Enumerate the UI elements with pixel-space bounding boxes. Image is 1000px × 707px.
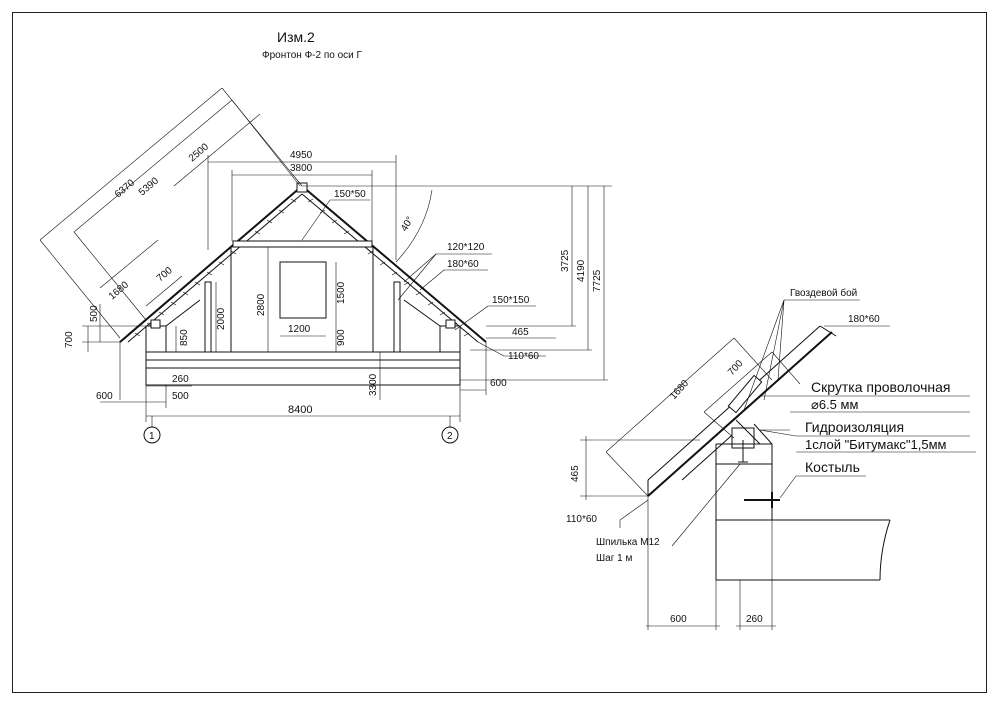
axis-marker-2	[441, 426, 459, 444]
detail-dim-260: 260	[746, 614, 763, 625]
detail-dim-700: 700	[726, 358, 746, 378]
dim-1680: 1680	[107, 279, 131, 302]
roof-right-slope	[301, 185, 487, 343]
wall-left	[145, 325, 167, 353]
axis-label-2: 2	[447, 431, 453, 442]
detail-dim-1680: 1680	[668, 378, 691, 402]
dim-5390: 5390	[137, 175, 161, 198]
main-section-labels: 150*50 120*120 180*60 150*150 110*60	[334, 189, 539, 362]
detail-nail-label: Гвоздевой бой	[790, 287, 857, 299]
dim-700: 700	[155, 265, 175, 284]
dim-4950: 4950	[290, 150, 313, 161]
dim-1200: 1200	[288, 324, 311, 335]
dim-465: 465	[512, 327, 529, 338]
axis-label-1: 1	[149, 431, 155, 442]
drawing-title: Фронтон Ф-2 по оси Г	[262, 50, 363, 61]
main-dimension-lines	[39, 87, 612, 428]
wall-right	[439, 325, 461, 353]
ridge-beam	[296, 182, 308, 193]
eave-detail	[647, 325, 891, 581]
dim-6370: 6370	[113, 177, 137, 200]
axis-marker-1	[143, 426, 161, 444]
post-right	[393, 281, 401, 353]
detail-dimension-lines	[580, 299, 976, 630]
dim-3725: 3725	[560, 249, 571, 272]
detail-waterproofing-desc: 1слой "Битумакс"1,5мм	[805, 437, 947, 452]
dim-700-left: 700	[64, 331, 75, 348]
detail-step: Шаг 1 м	[596, 553, 632, 564]
dim-7725: 7725	[592, 269, 603, 292]
post-left	[204, 281, 212, 353]
section-150x150: 150*150	[492, 295, 530, 306]
dim-600-right: 600	[490, 378, 507, 389]
main-dimension-texts: 6370 5390 2500 4950 3800 1680 700 500 70…	[64, 141, 603, 416]
dim-1500: 1500	[336, 281, 347, 304]
dim-2500: 2500	[187, 141, 211, 164]
dim-600-left: 600	[96, 391, 113, 402]
dim-500-bottom: 500	[172, 391, 189, 402]
dim-3800: 3800	[290, 163, 313, 174]
gable-window	[279, 261, 327, 319]
dim-850: 850	[179, 329, 190, 346]
detail-wire-diameter: ⌀6.5 мм	[811, 397, 858, 412]
detail-wire-title: Скрутка проволочная	[811, 379, 951, 395]
detail-texts: Гвоздевой бой 180*60 1680 700 Скрутка пр…	[566, 287, 951, 625]
detail-kostyl: Костыль	[805, 459, 860, 475]
detail-section-180x60: 180*60	[848, 314, 880, 325]
section-110x60-main: 110*60	[508, 351, 539, 362]
detail-waterproofing-title: Гидроизоляция	[805, 419, 904, 435]
collar-tie	[232, 240, 373, 248]
section-150x50: 150*50	[334, 189, 366, 200]
detail-stud: Шпилька М12	[596, 537, 660, 548]
dim-260: 260	[172, 374, 189, 385]
dim-4190: 4190	[576, 259, 587, 282]
drawing-frame	[12, 12, 987, 693]
detail-section-110x60: 110*60	[566, 514, 597, 525]
dim-900: 900	[336, 329, 347, 346]
dim-2800: 2800	[256, 293, 267, 316]
revision-label: Изм.2	[277, 29, 315, 45]
roof-left-slope	[119, 185, 303, 343]
dim-2000: 2000	[216, 307, 227, 330]
dim-3300: 3300	[368, 373, 379, 396]
angle-40: 40°	[399, 215, 416, 234]
dim-8400: 8400	[288, 404, 312, 416]
detail-dim-465: 465	[570, 465, 581, 482]
gable-elevation	[119, 182, 487, 386]
section-120x120: 120*120	[447, 242, 485, 253]
detail-dim-600: 600	[670, 614, 687, 625]
dim-500: 500	[89, 305, 100, 322]
section-180x60-main: 180*60	[447, 259, 479, 270]
